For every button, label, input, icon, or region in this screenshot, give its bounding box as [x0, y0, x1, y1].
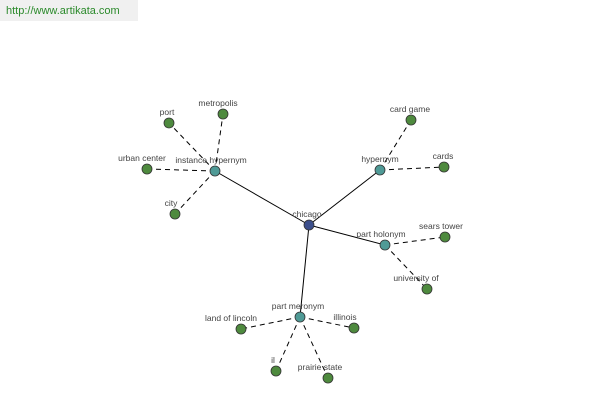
graph-edges [146, 113, 446, 379]
leaf-land-of-lincoln-node[interactable] [235, 323, 247, 335]
relation-instance-hypernym-label: instance hypernym [175, 155, 246, 165]
relation-hypernym-node[interactable] [374, 164, 386, 176]
leaf-urban-center-label: urban center [118, 153, 166, 163]
edge-instance-hypernym-city [174, 170, 216, 215]
leaf-card-game-label: card game [390, 104, 430, 114]
relation-instance-hypernym-node[interactable] [209, 165, 221, 177]
relation-part-holonym-label: part holonym [356, 229, 405, 239]
leaf-metropolis-node[interactable] [217, 108, 229, 120]
graph-labels: port metropolis urban center city instance h… [118, 98, 463, 372]
edge-instance-hypernym-port [168, 122, 216, 172]
leaf-university-of-node[interactable] [421, 283, 433, 295]
leaf-illinois-node[interactable] [348, 322, 360, 334]
edge-chicago-hypernym [308, 169, 381, 226]
relation-part-holonym-node[interactable] [379, 239, 391, 251]
leaf-prairie-state-label: prairie state [298, 362, 343, 372]
graph-nodes [141, 108, 451, 384]
leaf-metropolis-label: metropolis [198, 98, 237, 108]
edge-chicago-part-meronym [299, 224, 310, 318]
edge-part-meronym-illinois [299, 316, 355, 329]
leaf-cards-label: cards [433, 151, 454, 161]
leaf-urban-center-node[interactable] [141, 163, 153, 175]
edge-part-holonym-sears-tower [384, 236, 446, 246]
leaf-illinois-label: illinois [333, 312, 356, 322]
edge-instance-hypernym-metropolis [214, 113, 224, 172]
edge-part-meronym-il [275, 316, 301, 372]
leaf-port-label: port [160, 107, 175, 117]
leaf-sears-tower-label: sears tower [419, 221, 463, 231]
edge-part-holonym-university-of [384, 244, 428, 290]
leaf-prairie-state-node[interactable] [322, 372, 334, 384]
edge-part-meronym-land-of-lincoln [240, 316, 301, 330]
leaf-sears-tower-node[interactable] [439, 231, 451, 243]
leaf-port-node[interactable] [163, 117, 175, 129]
site-url-link[interactable]: http://www.artikata.com [6, 4, 120, 17]
edge-instance-hypernym-urban-center [146, 168, 216, 172]
relation-part-meronym-node[interactable] [294, 311, 306, 323]
relation-hypernym-label: hypernym [361, 154, 398, 164]
edge-hypernym-cards [379, 166, 445, 171]
leaf-cards-node[interactable] [438, 161, 450, 173]
site-banner: http://www.artikata.com [0, 0, 138, 21]
root-chicago-node[interactable] [303, 219, 315, 231]
edge-hypernym-card-game [379, 119, 412, 171]
leaf-land-of-lincoln-label: land of lincoln [205, 313, 257, 323]
leaf-city-node[interactable] [169, 208, 181, 220]
leaf-city-label: city [165, 198, 179, 208]
edge-chicago-instance-hypernym [214, 170, 310, 226]
leaf-card-game-node[interactable] [405, 114, 417, 126]
relation-part-meronym-label: part meronym [272, 301, 324, 311]
edge-chicago-part-holonym [308, 224, 386, 246]
leaf-il-label: il [271, 355, 275, 365]
edge-part-meronym-prairie-state [299, 316, 329, 379]
leaf-university-of-label: university of [393, 273, 439, 283]
leaf-il-node[interactable] [270, 365, 282, 377]
root-chicago-label: chicago [292, 209, 322, 219]
